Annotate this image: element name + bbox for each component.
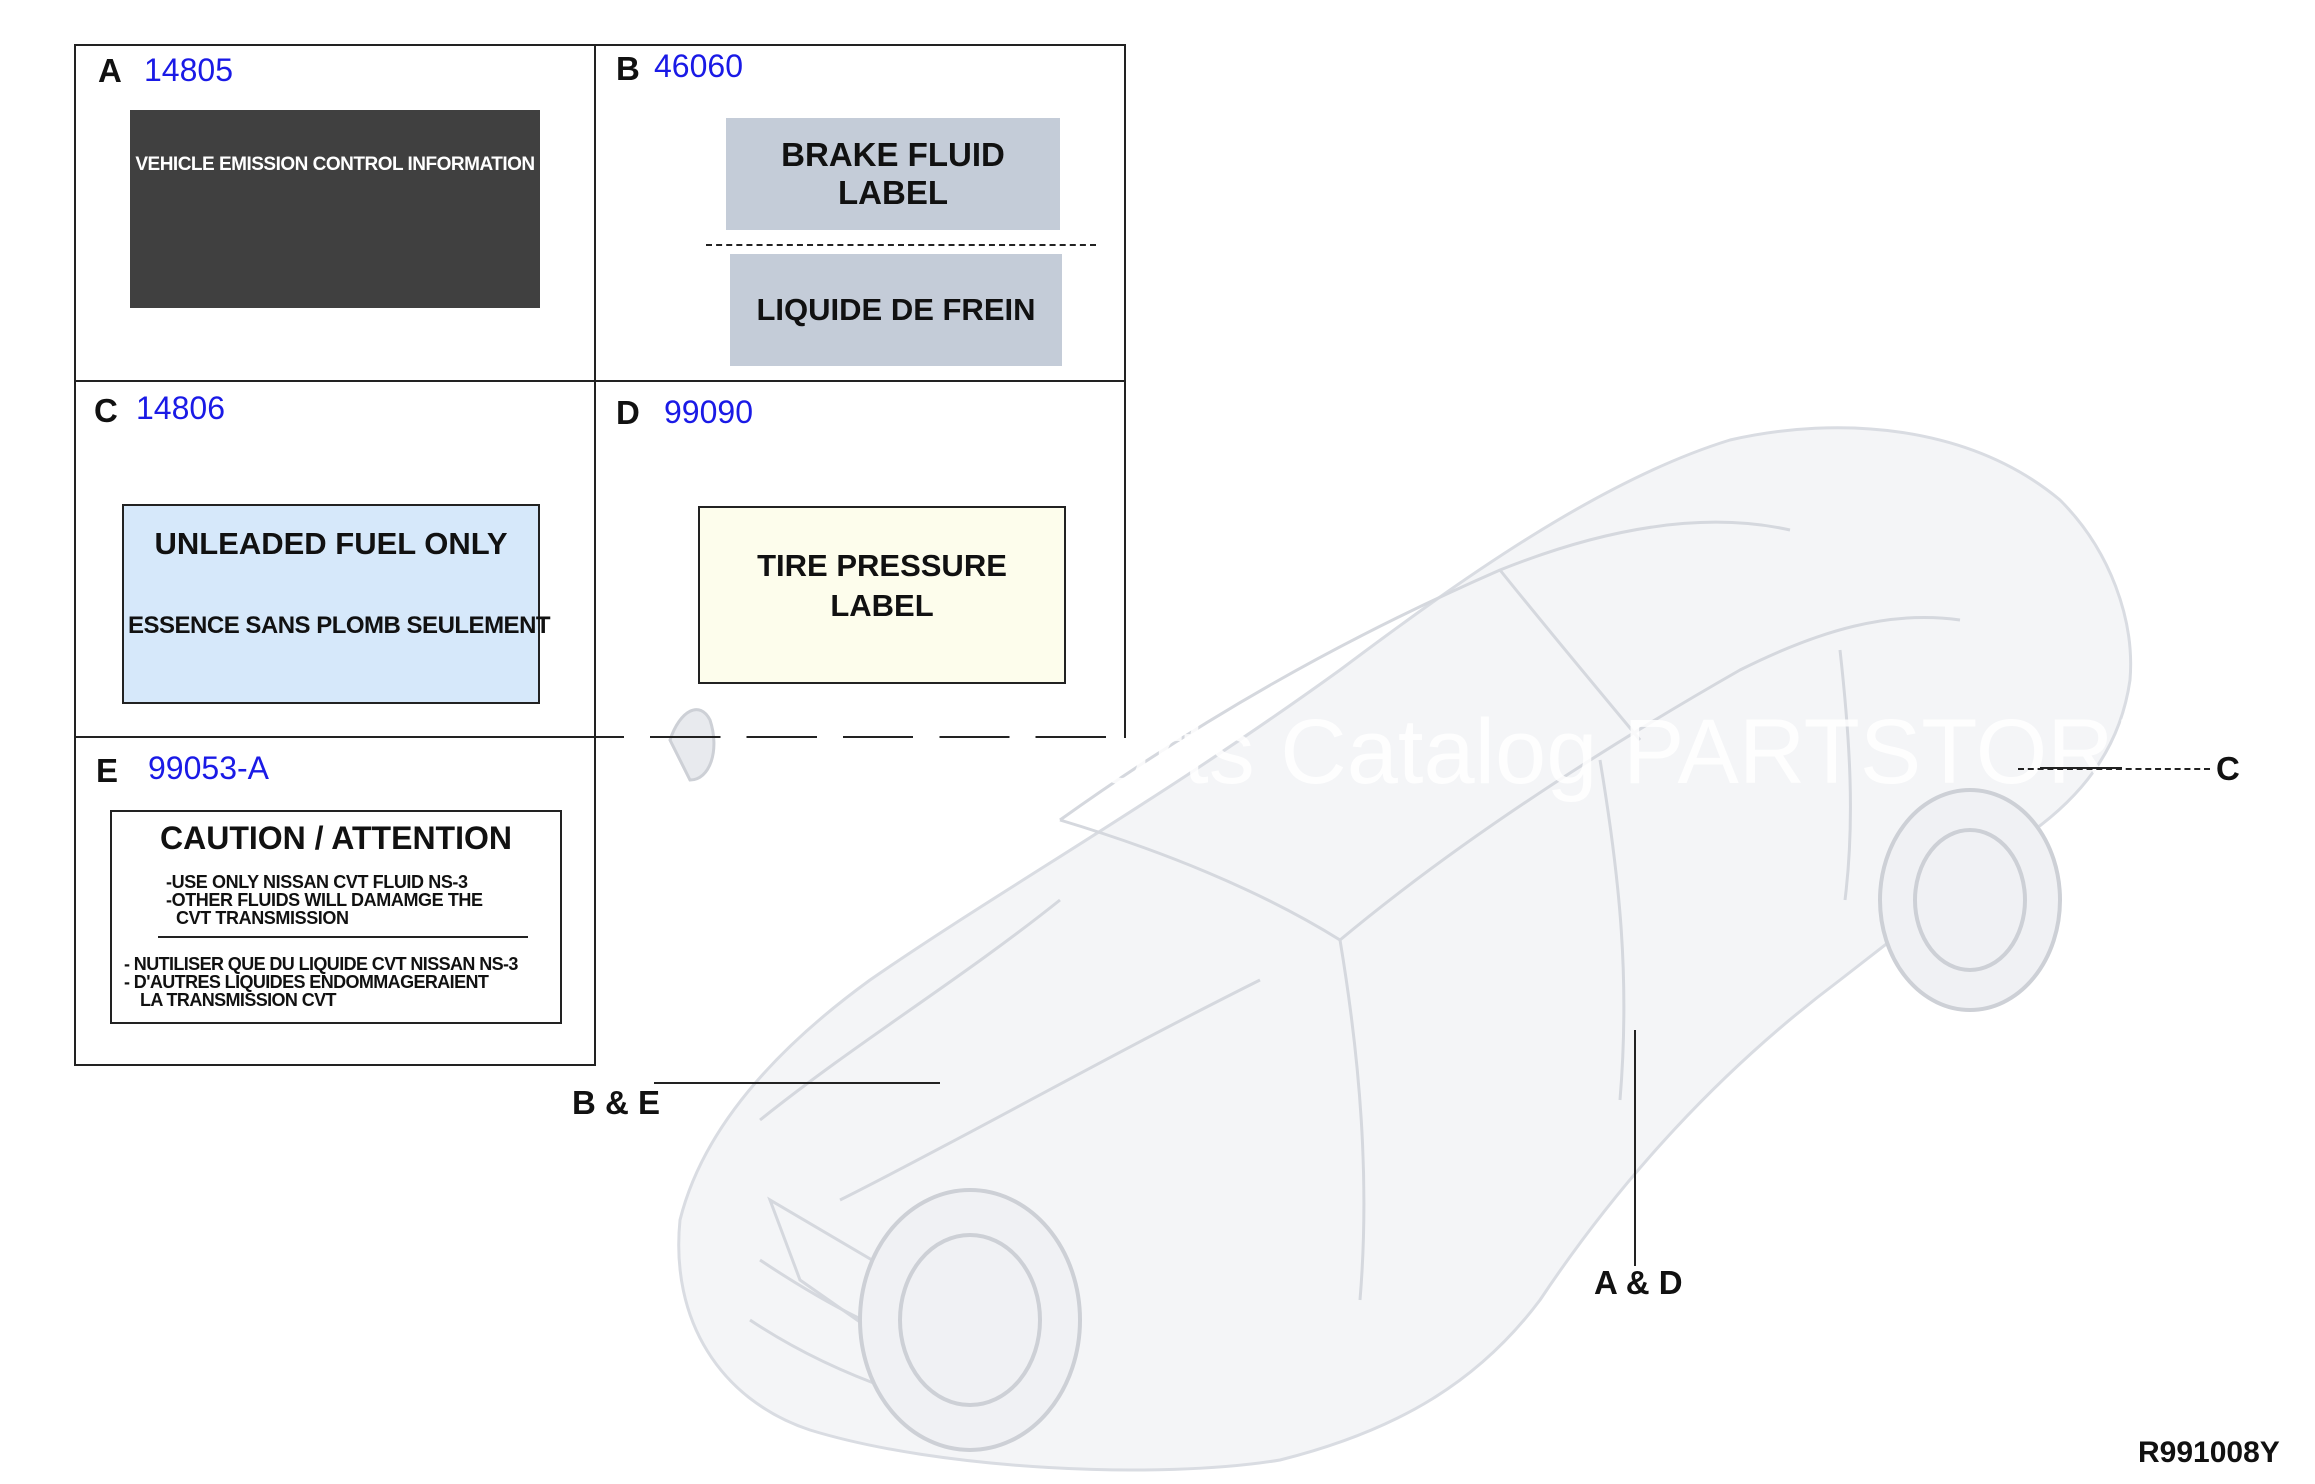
car-illustration bbox=[668, 426, 2133, 1472]
part-number-a[interactable]: 14805 bbox=[144, 52, 233, 88]
caution-en-line-3: CVT TRANSMISSION bbox=[176, 908, 349, 928]
caution-fr-line-1: - NUTILISER QUE DU LIQUIDE CVT NISSAN NS… bbox=[124, 954, 518, 974]
callout-c-label: C bbox=[2216, 750, 2240, 787]
part-number-b[interactable]: 46060 bbox=[654, 48, 743, 84]
cell-letter-c: C bbox=[94, 392, 118, 429]
liquide-de-frein-text: LIQUIDE DE FREIN bbox=[756, 292, 1036, 327]
cell-letter-d: D bbox=[616, 394, 640, 431]
label-cell-e bbox=[74, 736, 596, 1066]
caution-title: CAUTION / ATTENTION bbox=[160, 820, 512, 856]
caution-divider bbox=[158, 936, 528, 938]
tire-pressure-label: TIRE PRESSURE LABEL bbox=[698, 506, 1066, 684]
diagram-code: R991008Y bbox=[2138, 1436, 2280, 1469]
cell-letter-b: B bbox=[616, 50, 640, 87]
tire-pressure-text-1: TIRE PRESSURE bbox=[757, 548, 1007, 583]
caution-fr-line-2: - D'AUTRES LIQUIDES ENDOMMAGERAIENT bbox=[124, 972, 489, 992]
part-number-d[interactable]: 99090 bbox=[664, 394, 753, 430]
cell-separator-dashed bbox=[74, 736, 1126, 738]
brake-label-divider bbox=[706, 244, 1096, 246]
callout-be-leader bbox=[654, 1082, 940, 1084]
emission-label: VEHICLE EMISSION CONTROL INFORMATION bbox=[130, 110, 540, 308]
callout-c-leader bbox=[2018, 768, 2210, 770]
tire-pressure-text-2: LABEL bbox=[830, 588, 934, 623]
unleaded-fuel-text: UNLEADED FUEL ONLY bbox=[154, 526, 508, 561]
part-number-e[interactable]: 99053-A bbox=[148, 750, 269, 786]
brake-fluid-label-bottom: LIQUIDE DE FREIN bbox=[730, 254, 1062, 366]
fuel-label: UNLEADED FUEL ONLY ESSENCE SANS PLOMB SE… bbox=[122, 504, 551, 704]
essence-sans-plomb-text: ESSENCE SANS PLOMB SEULEMENT bbox=[128, 612, 551, 639]
callout-ad-label: A & D bbox=[1594, 1264, 1683, 1301]
part-number-c[interactable]: 14806 bbox=[136, 390, 225, 426]
label-cell-d bbox=[594, 380, 1126, 738]
callout-be-label: B & E bbox=[572, 1084, 661, 1121]
cell-letter-e: E bbox=[96, 752, 119, 789]
cvt-caution-label: CAUTION / ATTENTION -USE ONLY NISSAN CVT… bbox=[110, 810, 562, 1024]
emission-label-text: VEHICLE EMISSION CONTROL INFORMATION bbox=[135, 154, 535, 175]
caution-en-line-2: -OTHER FLUIDS WILL DAMAMGE THE bbox=[166, 890, 483, 910]
caution-fr-line-3: LA TRANSMISSION CVT bbox=[140, 990, 337, 1010]
callout-c-leader-solid bbox=[2040, 767, 2122, 769]
brake-fluid-label-text: BRAKE FLUID LABEL bbox=[781, 136, 1005, 211]
watermark-text: Parts Catalog PARTSTORE.S bbox=[1040, 701, 2263, 803]
caution-en-line-1: -USE ONLY NISSAN CVT FLUID NS-3 bbox=[166, 872, 468, 892]
callout-ad-leader bbox=[1634, 1030, 1636, 1266]
cell-letter-a: A bbox=[98, 52, 122, 89]
brake-fluid-label-top: BRAKE FLUID LABEL bbox=[726, 118, 1060, 230]
